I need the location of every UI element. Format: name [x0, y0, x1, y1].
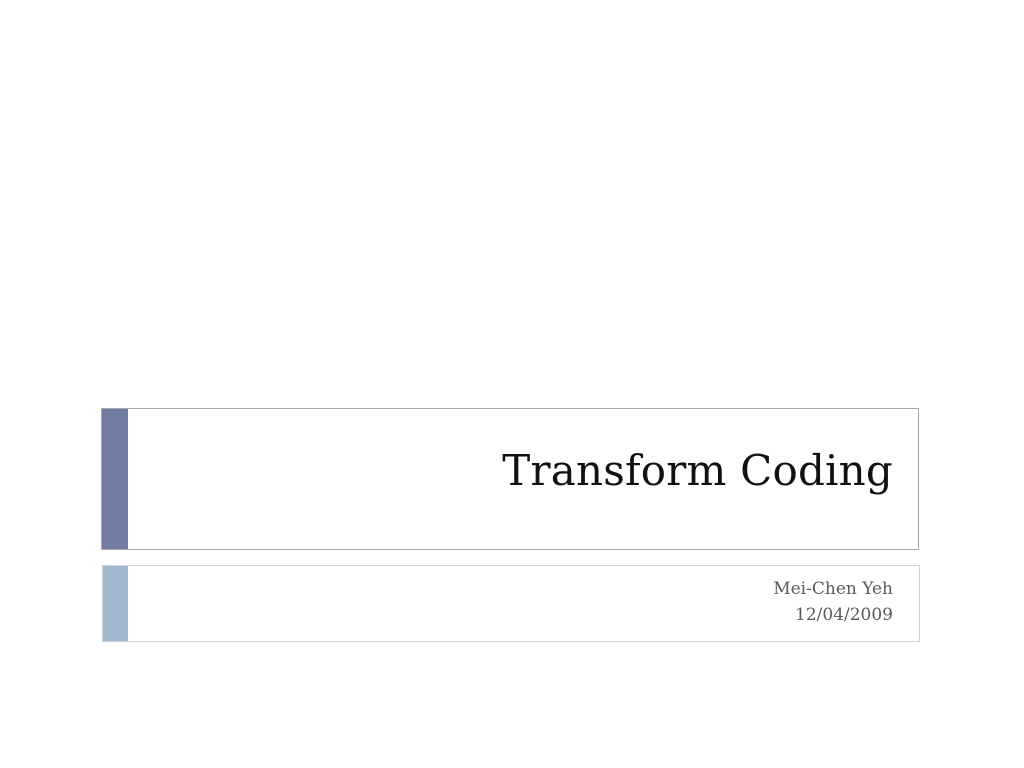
slide-title: Transform Coding	[502, 446, 893, 495]
subtitle-placeholder[interactable]: Mei-Chen Yeh 12/04/2009	[102, 565, 920, 642]
author-name: Mei-Chen Yeh	[773, 579, 893, 599]
subtitle-accent-bar	[103, 566, 128, 641]
presentation-date: 12/04/2009	[795, 605, 893, 625]
title-accent-bar	[102, 409, 128, 549]
slide-subtitle: Mei-Chen Yeh 12/04/2009	[773, 576, 893, 628]
title-placeholder[interactable]: Transform Coding	[101, 408, 919, 550]
